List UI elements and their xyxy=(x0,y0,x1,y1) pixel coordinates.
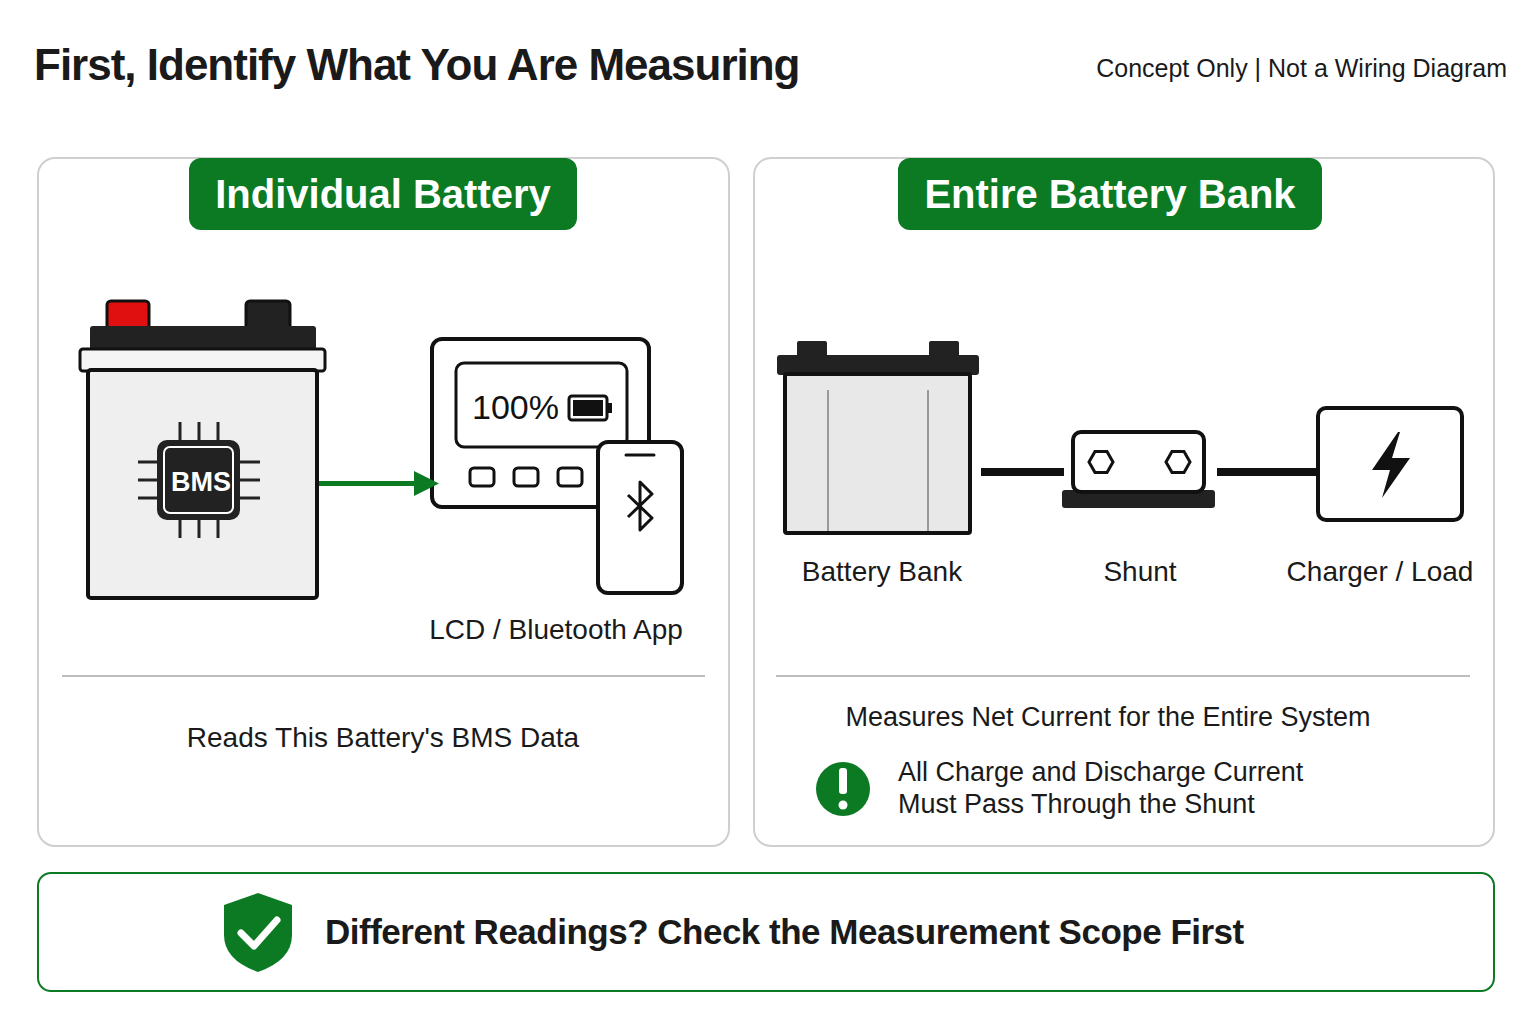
panel-heading: Individual Battery xyxy=(189,158,577,230)
battery-bank-illustration xyxy=(777,341,979,533)
shield-check-icon xyxy=(224,893,292,972)
warning-note: All Charge and Discharge Current Must Pa… xyxy=(898,756,1348,821)
panel-note: Measures Net Current for the Entire Syst… xyxy=(845,702,1370,733)
part-caption: Battery Bank xyxy=(802,556,962,588)
device-caption: LCD / Bluetooth App xyxy=(429,614,683,646)
battery-illustration xyxy=(80,301,325,598)
shunt: Shunt xyxy=(1064,434,1217,510)
panel: Individual BatteryReads This Battery's B… xyxy=(37,157,730,847)
charger-load: Charger / Load xyxy=(1320,410,1464,522)
connector xyxy=(1217,468,1320,476)
battery-bank: Battery Bank xyxy=(779,343,981,535)
panel-note: Reads This Battery's BMS Data xyxy=(187,722,579,754)
battery: BMS xyxy=(90,372,319,600)
charge-percent: 100% xyxy=(472,388,559,427)
connector xyxy=(981,468,1064,476)
panel: Entire Battery BankMeasures Net Current … xyxy=(753,157,1495,847)
warning-icon xyxy=(816,762,870,816)
note-label: Concept Only | Not a Wiring Diagram xyxy=(1096,54,1507,83)
connector xyxy=(319,481,434,486)
divider xyxy=(776,675,1470,677)
summary-banner: Different Readings? Check the Measuremen… xyxy=(37,872,1495,992)
display-device: 100%LCD / Bluetooth App xyxy=(434,341,684,595)
chip-label: BMS xyxy=(171,467,231,498)
part-caption: Charger / Load xyxy=(1287,556,1474,588)
summary-text: Different Readings? Check the Measuremen… xyxy=(325,912,1244,952)
charger-load-illustration xyxy=(1318,408,1462,520)
title: First, Identify What You Are Measuring xyxy=(34,40,800,91)
panel-heading: Entire Battery Bank xyxy=(898,158,1321,230)
shunt-illustration xyxy=(1062,432,1215,508)
divider xyxy=(62,675,705,677)
part-caption: Shunt xyxy=(1103,556,1176,588)
display-illustration xyxy=(432,339,682,593)
